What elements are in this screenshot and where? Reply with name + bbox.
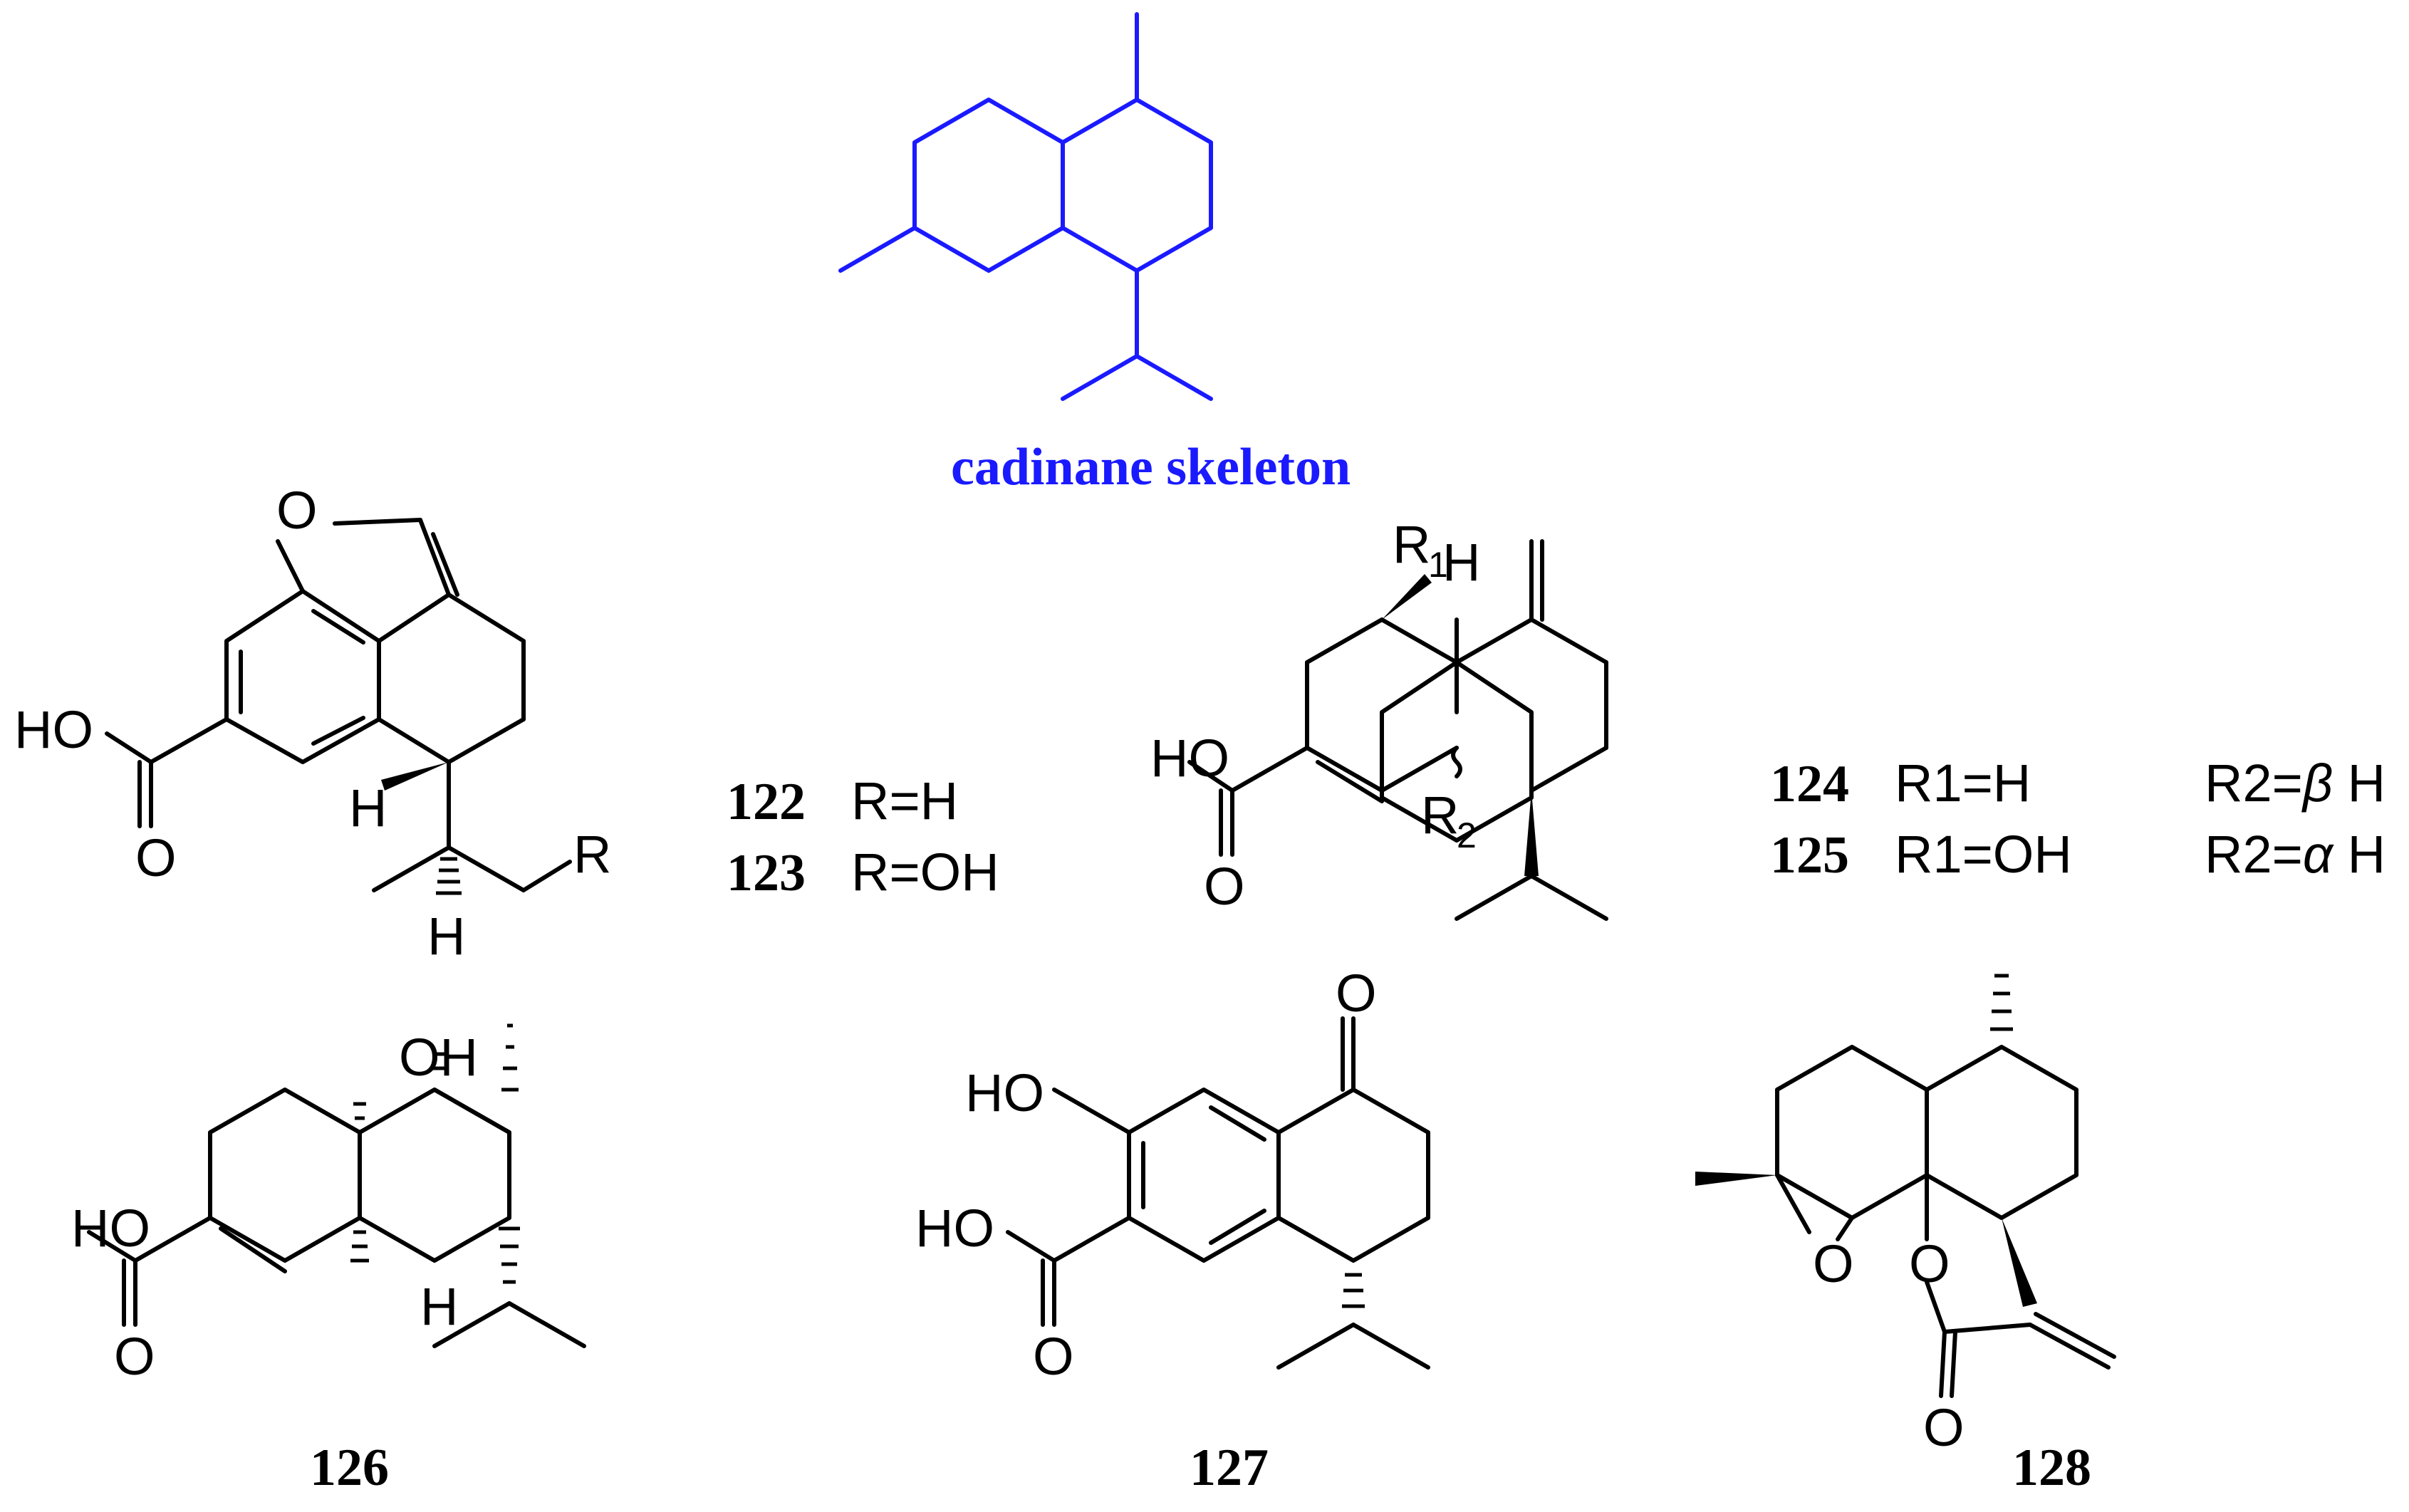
compound-122-substituents: R=H [851,771,958,830]
atom-O: O [1923,1398,1965,1457]
atom-O: O [114,1327,155,1386]
atom-R: R [573,825,611,884]
atom-HO: HO [71,1199,150,1258]
structure-126: OH H HO O 126 [71,1023,586,1497]
skeleton-caption: cadinane skeleton [951,438,1351,496]
compound-125-r2: R2=α H [2205,825,2385,884]
atom-HO: HO [1150,729,1229,788]
atom-O: O [135,828,177,887]
atom-OH: OH [399,1028,478,1087]
atom-H: H [427,907,465,966]
atom-O: O [276,481,318,540]
compound-124-r2: R2=β H [2205,754,2385,813]
atom-O: O [1909,1234,1950,1293]
compound-125-number: 125 [1770,826,1849,885]
atom-H: H [1442,533,1480,592]
atom-R1-subscript: 1 [1428,545,1448,585]
compound-126-number: 126 [310,1439,389,1497]
structure-127: O HO HO O 127 [915,964,1430,1497]
compound-123-substituents: R=OH [851,843,999,902]
atom-O: O [1033,1327,1074,1386]
structure-122-123: O HO O H H R 122 R=H 123 R=OH [14,481,999,966]
atom-HO: HO [915,1199,994,1258]
compound-123-number: 123 [727,844,806,902]
compound-124-number: 124 [1770,755,1849,813]
compound-125-r1: R1=OH [1895,825,2072,884]
compound-127-number: 127 [1190,1439,1269,1497]
atom-R1: R [1393,515,1430,574]
compound-122-number: 122 [727,773,806,831]
compound-128-number: 128 [2012,1439,2091,1497]
atom-O: O [1204,857,1245,916]
atom-R2-subscript: 2 [1457,815,1477,855]
atom-R2: R [1421,786,1459,845]
atom-HO: HO [965,1063,1044,1122]
compound-124-r1: R1=H [1895,754,2031,813]
atom-H: H [349,778,387,838]
atom-H: H [420,1277,458,1336]
atom-HO: HO [14,700,93,759]
cadinane-skeleton: cadinane skeleton [838,12,1351,496]
structure-128: O O O 128 [1695,974,2116,1497]
atom-O: O [1336,964,1377,1023]
structure-124-125: H R 1 R 2 HO O 124 R1=H R2=β H 125 R1=OH… [1150,515,2385,921]
atom-O: O [1813,1234,1854,1293]
